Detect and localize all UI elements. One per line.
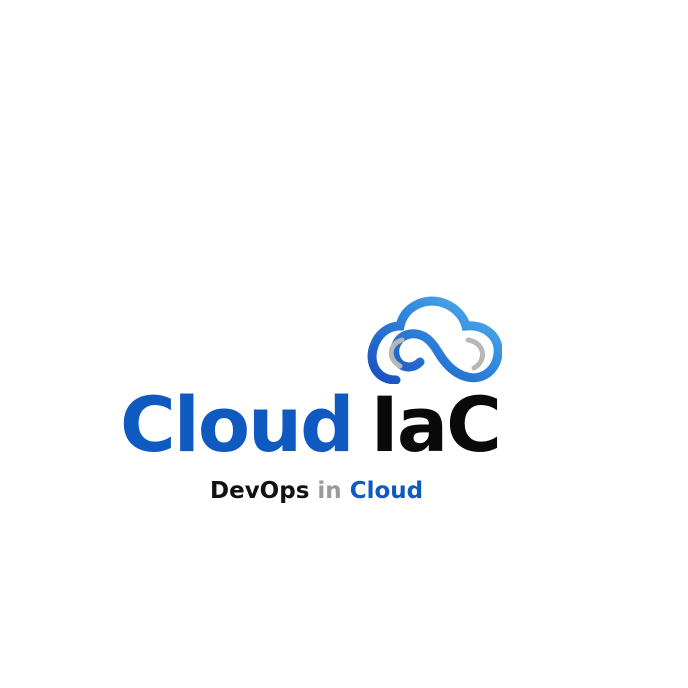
tagline-in: in (317, 478, 342, 504)
tagline-devops: DevOps (210, 478, 310, 504)
brand-tagline: DevOps in Cloud (210, 476, 423, 506)
tagline-cloud: Cloud (349, 478, 424, 504)
brand-word-cloud: Cloud (120, 380, 355, 469)
cloud-infinity-icon (367, 296, 502, 384)
brand-word-iac: IaC (370, 380, 502, 469)
